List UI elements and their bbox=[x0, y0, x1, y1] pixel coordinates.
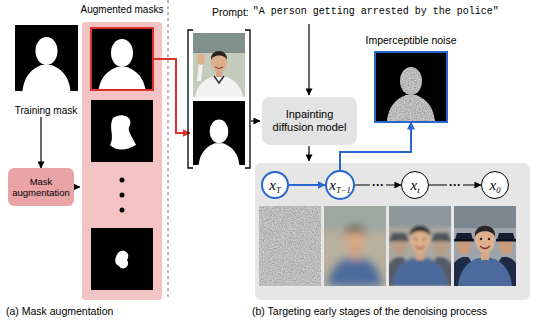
denoising-images bbox=[259, 201, 524, 286]
edge-label: ··· bbox=[447, 178, 463, 192]
state-circle: xT−1 bbox=[325, 170, 355, 200]
prompt-text: "A person getting arrested by the police… bbox=[253, 6, 499, 18]
subscript: T bbox=[276, 185, 281, 195]
red-arrow bbox=[153, 59, 190, 133]
subfigure-caption: (b) Targeting early stages of the denois… bbox=[252, 305, 487, 318]
state-circle: xT bbox=[261, 171, 289, 199]
connector bbox=[74, 186, 80, 187]
heading-text: Training mask bbox=[8, 105, 84, 117]
box-text: Mask augmentation bbox=[12, 176, 70, 199]
model-box: Inpainting diffusion model bbox=[262, 97, 357, 145]
image-node: Imperceptible noise bbox=[358, 34, 464, 122]
edge-label: ··· bbox=[370, 178, 386, 192]
math-label: xT−1 bbox=[329, 177, 350, 194]
image-node: Training mask bbox=[8, 25, 84, 117]
math-label: x0 bbox=[490, 177, 501, 194]
variable-name: x bbox=[329, 177, 336, 193]
input-bracket bbox=[188, 30, 250, 168]
process-box: Mask augmentation bbox=[8, 168, 74, 206]
subscript: 0 bbox=[496, 185, 500, 195]
connector bbox=[289, 184, 325, 186]
variable-name: x bbox=[410, 177, 417, 193]
input-photo bbox=[193, 33, 245, 97]
training-mask-image bbox=[15, 25, 78, 91]
prompt-arrow bbox=[308, 24, 309, 95]
connector bbox=[40, 117, 41, 168]
divider bbox=[168, 0, 169, 300]
state-circle: x0 bbox=[481, 171, 509, 199]
heading-text: Imperceptible noise bbox=[358, 34, 464, 47]
subfigure-caption: (a) Mask augmentation bbox=[6, 305, 113, 318]
math-label: xt bbox=[410, 177, 419, 194]
model-arrow bbox=[308, 146, 309, 161]
prompt-key: Prompt: bbox=[212, 6, 249, 19]
augmented-mask-images bbox=[91, 28, 153, 290]
subscript: T−1 bbox=[336, 185, 351, 195]
variable-name: x bbox=[269, 177, 276, 193]
math-label: xT bbox=[269, 177, 280, 194]
variable-name: x bbox=[490, 177, 497, 193]
input-arrow bbox=[251, 120, 260, 121]
subscript: t bbox=[417, 185, 419, 195]
panel-node: Augmented masks bbox=[80, 4, 164, 300]
denoising-panel bbox=[255, 163, 530, 300]
box-text: Inpainting diffusion model bbox=[266, 108, 353, 134]
heading-text: Augmented masks bbox=[80, 4, 164, 16]
state-circle: xt bbox=[401, 171, 429, 199]
augmented-panel bbox=[82, 22, 162, 300]
input-mask bbox=[193, 101, 245, 165]
noise-image bbox=[375, 52, 447, 122]
